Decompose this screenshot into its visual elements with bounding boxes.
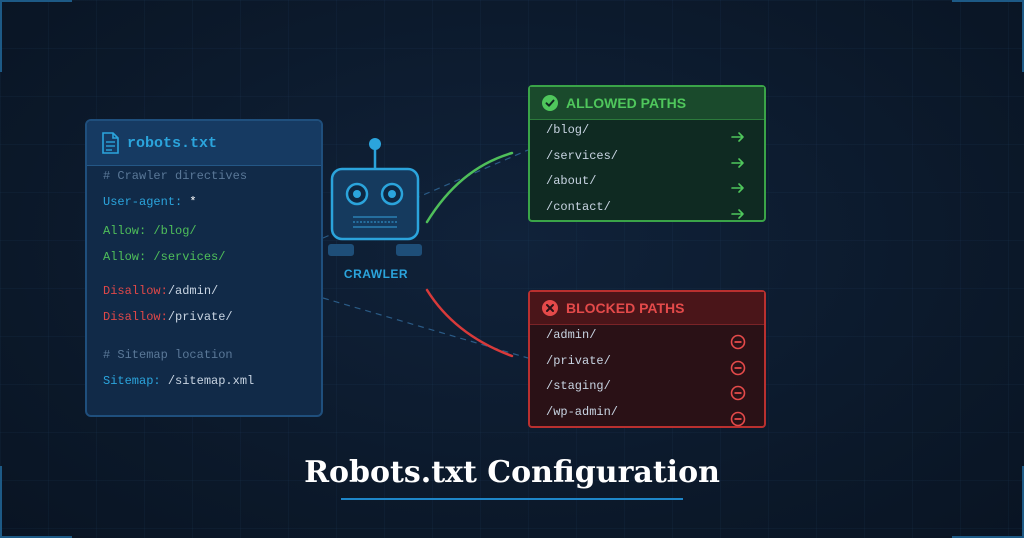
blocked-path: /admin/ — [546, 328, 597, 342]
allow-value: /services/ — [153, 250, 226, 264]
page-title: Robots.txt Configuration — [304, 455, 720, 490]
allowed-path: /blog/ — [546, 123, 590, 137]
blocked-curve — [425, 288, 514, 358]
disallow-key: Disallow: — [103, 310, 168, 324]
disallow-value: /private/ — [167, 310, 233, 324]
comment-sitemap: # Sitemap location — [103, 348, 233, 362]
corner-bracket — [0, 466, 72, 538]
allow-value: /blog/ — [153, 224, 197, 238]
title-underline — [341, 498, 683, 500]
allowed-header: ALLOWED PATHS — [530, 87, 764, 120]
disallow-line: Disallow:/private/ — [103, 310, 233, 324]
blocked-title: BLOCKED PATHS — [566, 300, 685, 316]
crawler-label: CRAWLER — [343, 267, 409, 281]
file-title: robots.txt — [127, 134, 218, 152]
sitemap-key: Sitemap: — [103, 374, 161, 388]
check-circle-icon — [542, 95, 558, 111]
blocked-paths-panel: BLOCKED PATHS /admin/ /private/ /staging/ /… — [528, 290, 766, 428]
no-entry-icon — [730, 411, 746, 426]
comment-directives: # Crawler directives — [103, 169, 248, 183]
robots-file-panel: robots.txt # Crawler directives User-age… — [85, 119, 323, 417]
no-entry-icon — [730, 334, 746, 350]
sitemap-line: Sitemap: /sitemap.xml — [103, 374, 254, 388]
robot-icon — [328, 138, 422, 256]
blocked-header: BLOCKED PATHS — [530, 292, 764, 325]
blocked-path: /private/ — [546, 353, 611, 368]
allowed-title: ALLOWED PATHS — [566, 95, 687, 111]
no-entry-icon — [730, 360, 746, 375]
allowed-path: /services/ — [546, 148, 619, 163]
allowed-paths-panel: ALLOWED PATHS /blog/ /services/ /about/ /co… — [528, 85, 766, 222]
file-header: robots.txt — [87, 121, 321, 166]
allow-key: Allow: — [103, 250, 147, 264]
blocked-path: /wp-admin/ — [546, 404, 619, 419]
disallow-key: Disallow: — [103, 284, 168, 298]
arrow-right-icon — [731, 157, 744, 168]
allow-key: Allow: — [103, 224, 147, 238]
x-circle-icon — [542, 300, 558, 316]
disallow-line: Disallow:/admin/ — [103, 284, 218, 298]
corner-bracket — [952, 0, 1024, 72]
allow-line: Allow: /blog/ — [103, 224, 197, 238]
arrow-right-icon — [731, 208, 744, 219]
user-agent-line: User-agent: * — [103, 195, 197, 209]
allowed-curve — [425, 151, 514, 224]
sitemap-value: /sitemap.xml — [167, 374, 255, 388]
arrow-right-icon — [731, 183, 744, 193]
allow-line: Allow: /services/ — [103, 250, 225, 264]
corner-bracket — [0, 0, 72, 72]
user-agent-key: User-agent: — [103, 195, 183, 209]
disallow-value: /admin/ — [167, 284, 219, 298]
no-entry-icon — [730, 385, 746, 401]
document-icon — [102, 132, 119, 154]
blocked-path: /staging/ — [546, 379, 611, 393]
arrow-right-icon — [731, 132, 744, 142]
user-agent-value: * — [189, 195, 197, 209]
allowed-path: /contact/ — [546, 199, 611, 214]
corner-bracket — [952, 466, 1024, 538]
allowed-path: /about/ — [546, 174, 597, 188]
